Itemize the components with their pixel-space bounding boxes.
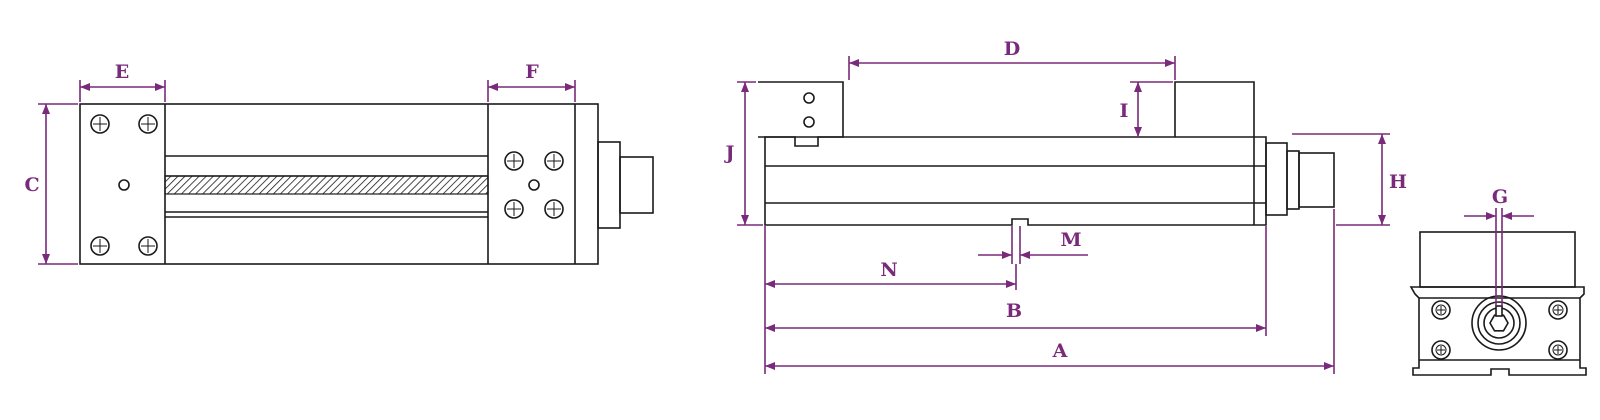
dimension-f: F [487, 61, 576, 102]
jaw-hole-icon [803, 116, 815, 128]
shaft-key [1495, 305, 1503, 317]
dimension-n: N [764, 226, 1017, 374]
dimension-label-j: J [724, 142, 735, 164]
dimension-b: B [765, 226, 1267, 336]
screw-icon [544, 151, 564, 171]
vise-body [764, 136, 1267, 226]
dimension-m: M [978, 226, 1088, 264]
screw-icon [504, 151, 524, 171]
screw-icon [504, 199, 524, 219]
top-view [79, 103, 654, 265]
dimension-a: A [765, 209, 1335, 374]
dimension-i: I [1120, 81, 1173, 137]
lead-screw-hatch [164, 175, 489, 195]
screw-icon [544, 199, 564, 219]
shaft-outer-ring [1471, 295, 1527, 351]
screw-icon [1431, 340, 1451, 360]
screw-icon [1548, 300, 1568, 320]
shaft-collar [597, 141, 621, 229]
screw-icon [1431, 300, 1451, 320]
hex-socket-icon [1489, 314, 1509, 332]
dimension-label-m: M [1060, 229, 1081, 251]
shaft-end [619, 156, 654, 214]
dimension-h: H [1292, 133, 1407, 226]
end-view-body [1409, 286, 1587, 376]
dimension-g: G [1464, 186, 1534, 306]
dimension-label-b: B [1006, 300, 1022, 322]
pin-hole-icon [118, 179, 130, 191]
right-jaw [1174, 81, 1255, 137]
dimension-label-a: A [1052, 340, 1068, 362]
dimension-label-c: C [24, 174, 39, 196]
dimension-e: E [79, 61, 166, 102]
screw-icon [1548, 340, 1568, 360]
dimension-c: C [24, 103, 78, 265]
dimension-j: J [724, 81, 763, 226]
end-view-jaw [1419, 231, 1576, 288]
side-shaft-ring [1286, 150, 1300, 210]
dimension-label-d: D [1004, 38, 1020, 60]
dimension-d: D [848, 38, 1176, 80]
dimension-label-e: E [115, 61, 129, 83]
dimension-label-f: F [525, 61, 539, 83]
dimension-label-g: G [1492, 186, 1508, 208]
screw-icon [138, 236, 158, 256]
dimension-label-i: I [1120, 100, 1129, 122]
side-view [758, 81, 1335, 226]
dimension-label-n: N [880, 259, 897, 281]
end-view [1409, 231, 1587, 376]
left-jaw [758, 81, 844, 147]
shaft-mid-ring [1477, 301, 1521, 345]
side-shaft-collar [1265, 142, 1288, 216]
screw-icon [138, 114, 158, 134]
dimension-label-h: H [1389, 171, 1407, 193]
screw-icon [90, 236, 110, 256]
screw-icon [90, 114, 110, 134]
side-shaft-end [1298, 152, 1335, 208]
pin-hole-icon [528, 179, 540, 191]
jaw-hole-icon [803, 92, 815, 104]
